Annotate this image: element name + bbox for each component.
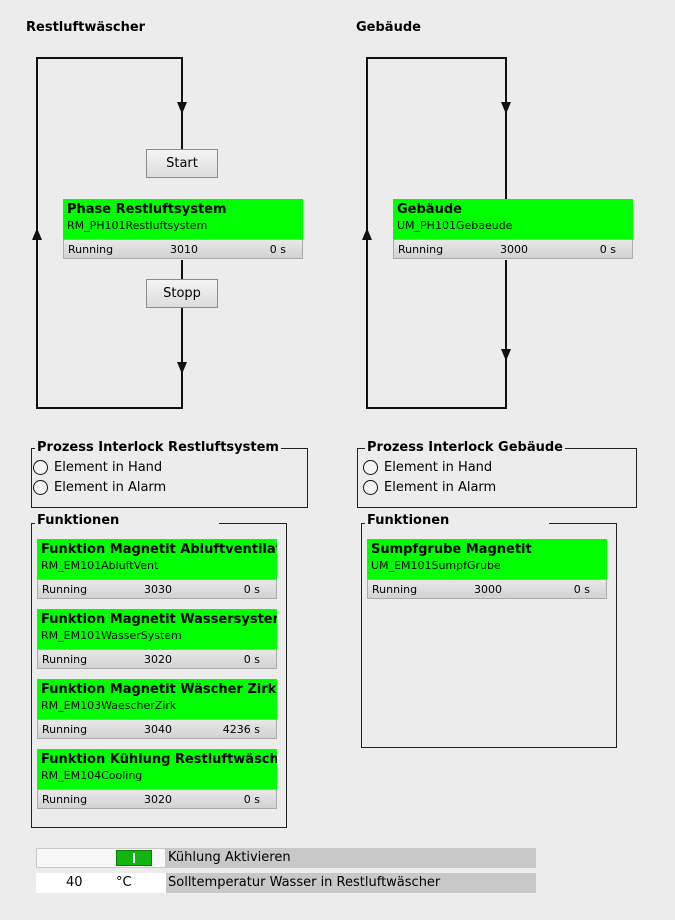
phase-card-gebaeude[interactable]: Gebäude UM_PH101Gebaeude Running 3000 0 … xyxy=(393,199,633,259)
card-number: 3020 xyxy=(144,653,172,666)
card-name: Gebäude xyxy=(397,202,462,217)
card-state: Running xyxy=(42,653,88,666)
card-name: Funktion Magnetit Abluftventilator xyxy=(41,542,277,557)
left-arrow-down-top xyxy=(177,102,187,114)
function-card-sumpfgrube[interactable]: Sumpfgrube Magnetit UM_EM101SumpfGrube R… xyxy=(367,539,607,599)
card-name: Funktion Magnetit Wäscher Zirkulation xyxy=(41,682,277,697)
card-tag: RM_EM101WasserSystem xyxy=(41,629,182,642)
card-status-bar: Running 3030 0 s xyxy=(37,579,277,599)
card-number: 3030 xyxy=(144,583,172,596)
card-state: Running xyxy=(42,583,88,596)
functions-title-left: Funktionen xyxy=(35,513,220,529)
card-header: Funktion Magnetit Wassersystem RM_EM101W… xyxy=(37,609,277,649)
card-time: 0 s xyxy=(243,583,260,596)
stop-button[interactable]: Stopp xyxy=(146,279,218,308)
card-tag: RM_EM101AbluftVent xyxy=(41,559,159,572)
interlock-item-label: Element in Alarm xyxy=(54,480,167,495)
card-status-bar: Running 3000 0 s xyxy=(367,579,607,599)
card-time: 0 s xyxy=(243,793,260,806)
card-tag: UM_PH101Gebaeude xyxy=(397,219,513,232)
card-name: Funktion Magnetit Wassersystem xyxy=(41,612,277,627)
function-card-abluftventilator[interactable]: Funktion Magnetit Abluftventilator RM_EM… xyxy=(37,539,277,599)
card-name: Phase Restluftsystem xyxy=(67,202,227,217)
card-status-bar: Running 3040 4236 s xyxy=(37,719,277,739)
card-state: Running xyxy=(372,583,418,596)
interlock-item-label: Element in Alarm xyxy=(384,480,497,495)
interlock-item-label: Element in Hand xyxy=(54,460,163,475)
right-arrow-down-bottom xyxy=(501,349,511,361)
card-name: Funktion Kühlung Restluftwäscher xyxy=(41,752,277,767)
card-header: Phase Restluftsystem RM_PH101Restluftsys… xyxy=(63,199,303,239)
card-tag: RM_EM103WaescherZirk xyxy=(41,699,177,712)
status-indicator-icon xyxy=(33,480,48,495)
card-time: 0 s xyxy=(573,583,590,596)
card-header: Sumpfgrube Magnetit UM_EM101SumpfGrube xyxy=(367,539,607,579)
card-tag: UM_EM101SumpfGrube xyxy=(371,559,501,572)
functions-title-right: Funktionen xyxy=(365,513,550,529)
card-status-bar: Running 3000 0 s xyxy=(393,239,633,259)
interlock-item-label: Element in Hand xyxy=(384,460,493,475)
left-arrow-down-bottom xyxy=(177,362,187,374)
card-time: 0 s xyxy=(243,653,260,666)
card-status-bar: Running 3020 0 s xyxy=(37,649,277,669)
card-number: 3000 xyxy=(500,243,528,256)
card-header: Gebäude UM_PH101Gebaeude xyxy=(393,199,633,239)
card-number: 3040 xyxy=(144,723,172,736)
interlock-item-hand: Element in Hand xyxy=(363,458,492,478)
cooling-toggle[interactable] xyxy=(36,848,166,868)
cooling-label: Kühlung Aktivieren xyxy=(166,848,536,868)
card-number: 3010 xyxy=(170,243,198,256)
start-button[interactable]: Start xyxy=(146,149,218,178)
status-indicator-icon xyxy=(363,480,378,495)
interlock-item-alarm: Element in Alarm xyxy=(33,478,166,498)
section-title-gebaeude: Gebäude xyxy=(356,20,421,35)
card-header: Funktion Magnetit Wäscher Zirkulation RM… xyxy=(37,679,277,719)
card-status-bar: Running 3020 0 s xyxy=(37,789,277,809)
left-arrow-up xyxy=(32,228,42,240)
cooling-control-row: Kühlung Aktivieren xyxy=(0,848,675,868)
interlock-title-gebaeude: Prozess Interlock Gebäude xyxy=(365,440,565,456)
status-indicator-icon xyxy=(363,460,378,475)
card-number: 3000 xyxy=(474,583,502,596)
card-status-bar: Running 3010 0 s xyxy=(63,239,303,259)
card-number: 3020 xyxy=(144,793,172,806)
card-time: 0 s xyxy=(269,243,286,256)
status-indicator-icon xyxy=(33,460,48,475)
card-name: Sumpfgrube Magnetit xyxy=(371,542,532,557)
card-state: Running xyxy=(398,243,444,256)
function-card-kuehlung[interactable]: Funktion Kühlung Restluftwäscher RM_EM10… xyxy=(37,749,277,809)
card-state: Running xyxy=(68,243,114,256)
function-card-waescher-zirkulation[interactable]: Funktion Magnetit Wäscher Zirkulation RM… xyxy=(37,679,277,739)
card-state: Running xyxy=(42,793,88,806)
card-time: 4236 s xyxy=(222,723,260,736)
card-time: 0 s xyxy=(599,243,616,256)
setpoint-value: 40 xyxy=(66,875,83,890)
right-arrow-down-top xyxy=(501,102,511,114)
card-tag: RM_EM104Cooling xyxy=(41,769,143,782)
function-card-wassersystem[interactable]: Funktion Magnetit Wassersystem RM_EM101W… xyxy=(37,609,277,669)
phase-card-restluftsystem[interactable]: Phase Restluftsystem RM_PH101Restluftsys… xyxy=(63,199,303,259)
interlock-item-alarm: Element in Alarm xyxy=(363,478,496,498)
interlock-item-hand: Element in Hand xyxy=(33,458,162,478)
setpoint-input[interactable]: 40 °C xyxy=(36,873,166,893)
card-header: Funktion Kühlung Restluftwäscher RM_EM10… xyxy=(37,749,277,789)
setpoint-unit: °C xyxy=(116,875,132,890)
card-header: Funktion Magnetit Abluftventilator RM_EM… xyxy=(37,539,277,579)
card-state: Running xyxy=(42,723,88,736)
toggle-switch-icon[interactable] xyxy=(116,850,152,866)
right-arrow-up xyxy=(362,228,372,240)
interlock-title-restluftsystem: Prozess Interlock Restluftsystem xyxy=(35,440,281,456)
setpoint-label: Solltemperatur Wasser in Restluftwäscher xyxy=(166,873,536,893)
setpoint-control-row: 40 °C Solltemperatur Wasser in Restluftw… xyxy=(0,873,675,893)
card-tag: RM_PH101Restluftsystem xyxy=(67,219,208,232)
section-title-restluftwaescher: Restluftwäscher xyxy=(26,20,146,35)
